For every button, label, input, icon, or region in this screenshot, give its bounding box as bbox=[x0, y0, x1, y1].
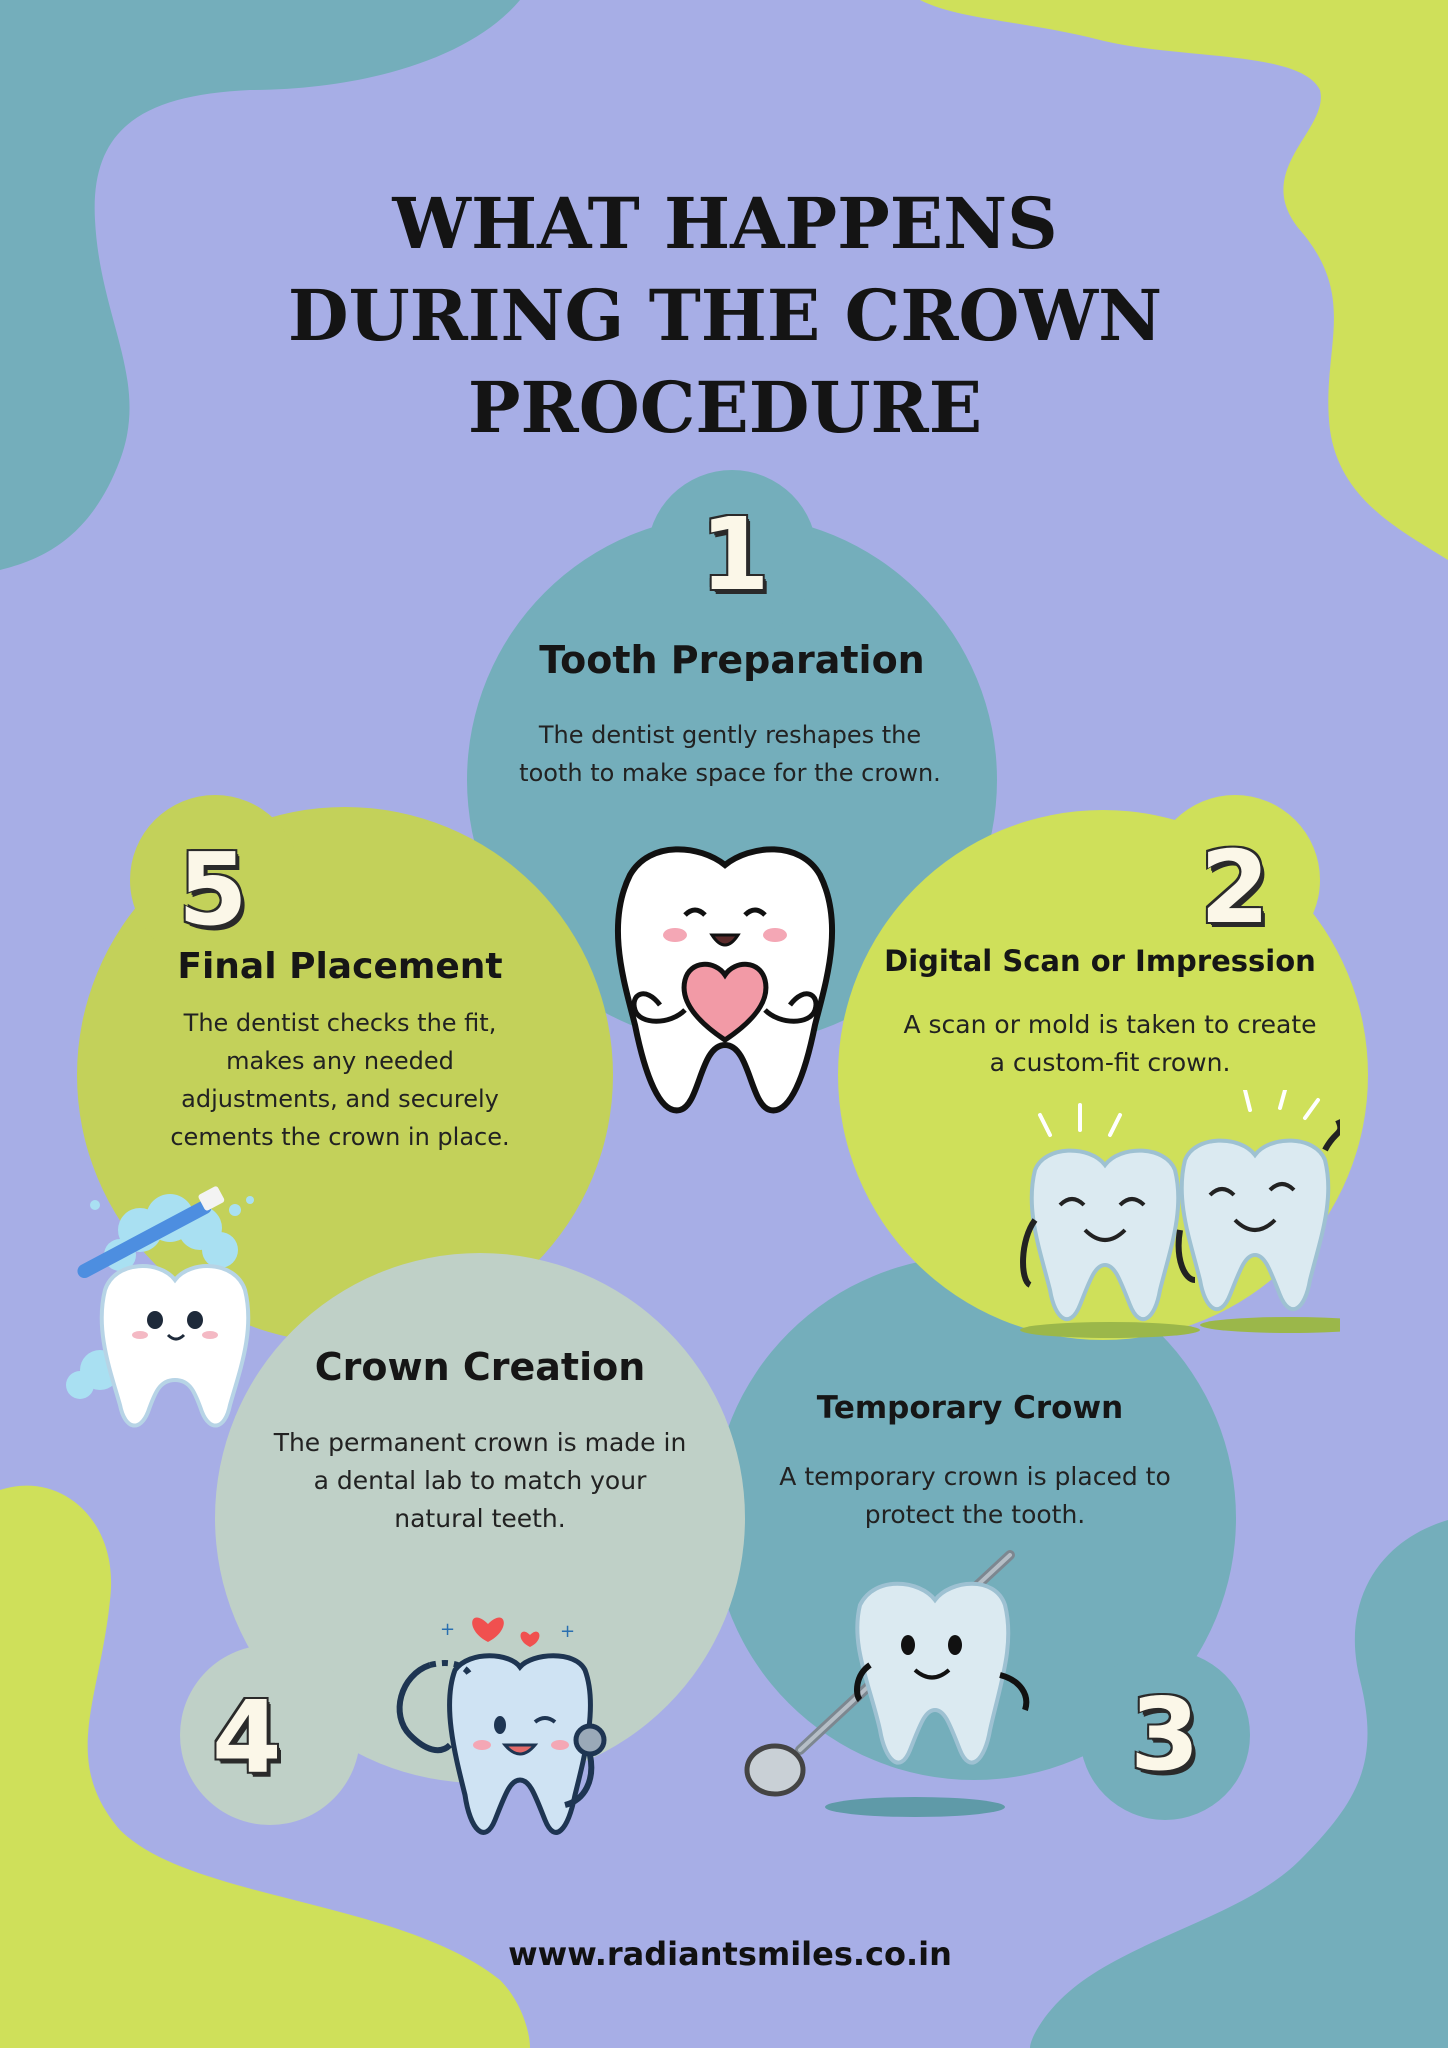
step-2-description: A scan or mold is taken to create a cust… bbox=[903, 1010, 1317, 1077]
website-url[interactable]: www.radiantsmiles.co.in bbox=[508, 1935, 952, 1973]
tooth-mirror-icon bbox=[744, 1550, 1030, 1817]
step-3-number-bump bbox=[1080, 1650, 1250, 1820]
step-1-circle bbox=[467, 515, 997, 1045]
page-title: WHAT HAPPENS DURING THE CROWN PROCEDURE bbox=[200, 178, 1250, 454]
step-5-number-bump bbox=[130, 795, 300, 965]
two-teeth-icon bbox=[1020, 1090, 1340, 1338]
tooth-stethoscope-icon: + + bbox=[396, 1617, 607, 1835]
step-4-number-bump bbox=[180, 1645, 360, 1825]
lime-blob-bottom-left bbox=[0, 1485, 530, 2048]
title-line-1: WHAT HAPPENS bbox=[392, 182, 1058, 265]
step-1-heading: Tooth Preparation bbox=[539, 638, 925, 682]
step-1-number-bump bbox=[647, 470, 817, 640]
step-4-description: The permanent crown is made in a dental … bbox=[273, 1428, 687, 1533]
step-5-heading: Final Placement bbox=[177, 946, 503, 987]
step-5-description: The dentist checks the fit, makes any ne… bbox=[170, 1009, 510, 1151]
tooth-heart-icon bbox=[614, 846, 836, 1114]
step-1-number: 1 bbox=[700, 496, 770, 613]
step-3-number: 3 bbox=[1130, 1676, 1200, 1793]
step-4-circle bbox=[215, 1253, 745, 1783]
step-5-number: 5 bbox=[178, 831, 248, 948]
step-4-number: 4 bbox=[212, 1679, 282, 1796]
step-1-description: The dentist gently reshapes the tooth to… bbox=[519, 721, 941, 787]
tooth-toothbrush-icon bbox=[66, 1186, 254, 1428]
step-2-number: 2 bbox=[1200, 829, 1270, 946]
svg-text:+: + bbox=[560, 1621, 575, 1642]
step-3-description: A temporary crown is placed to protect t… bbox=[779, 1462, 1171, 1529]
step-2-number-bump bbox=[1150, 795, 1320, 965]
step-4-heading: Crown Creation bbox=[314, 1345, 646, 1389]
svg-text:+: + bbox=[440, 1619, 455, 1640]
title-line-2: DURING THE CROWN bbox=[287, 274, 1163, 357]
teal-blob-top-left bbox=[0, 0, 520, 570]
step-2-heading: Digital Scan or Impression bbox=[884, 944, 1316, 978]
teal-blob-bottom-right bbox=[1030, 1520, 1448, 2048]
step-3-circle bbox=[712, 1256, 1236, 1780]
title-line-3: PROCEDURE bbox=[467, 366, 983, 449]
lime-blob-top-right bbox=[920, 0, 1448, 560]
step-3-heading: Temporary Crown bbox=[816, 1390, 1124, 1426]
